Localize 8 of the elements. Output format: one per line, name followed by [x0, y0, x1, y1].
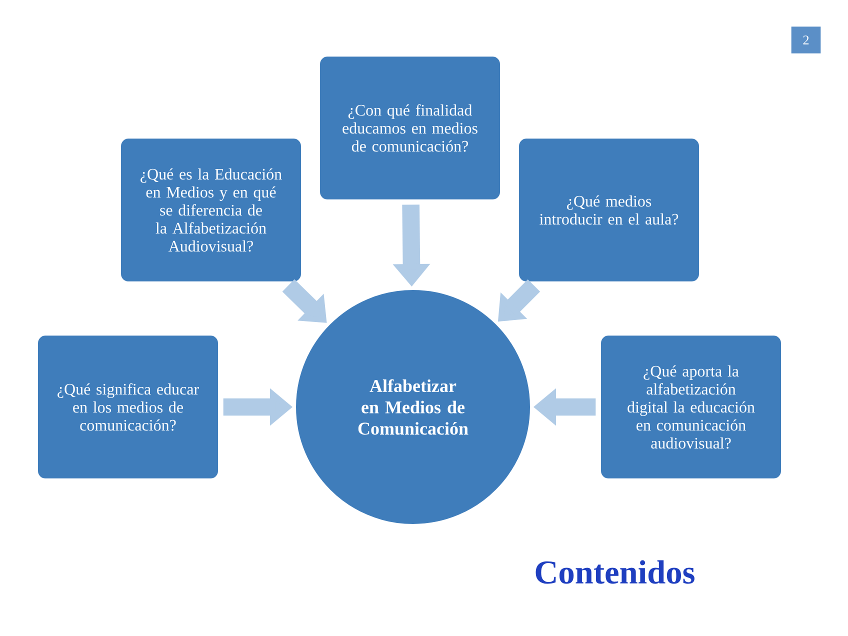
title: Contenidos: [536, 560, 694, 584]
page-number: 2: [791, 26, 821, 54]
question-box: ¿Qué es la Educación en Medios y en qué se diferencia de la Alfabetización Audiovisual?: [120, 137, 302, 283]
question-box: ¿Qué medios introducir en el aula?: [518, 137, 700, 283]
question-box: ¿Qué aporta la alfabetización digital la educación en comunicación audiovisual?: [600, 334, 782, 480]
question-box: ¿Con qué finalidad educamos en medios de comunicación?: [318, 55, 502, 201]
circle-node: Alfabetizar en Medios de Comunicación: [294, 288, 532, 526]
question-box: ¿Qué significa educar en los medios de comunicación?: [36, 334, 220, 480]
